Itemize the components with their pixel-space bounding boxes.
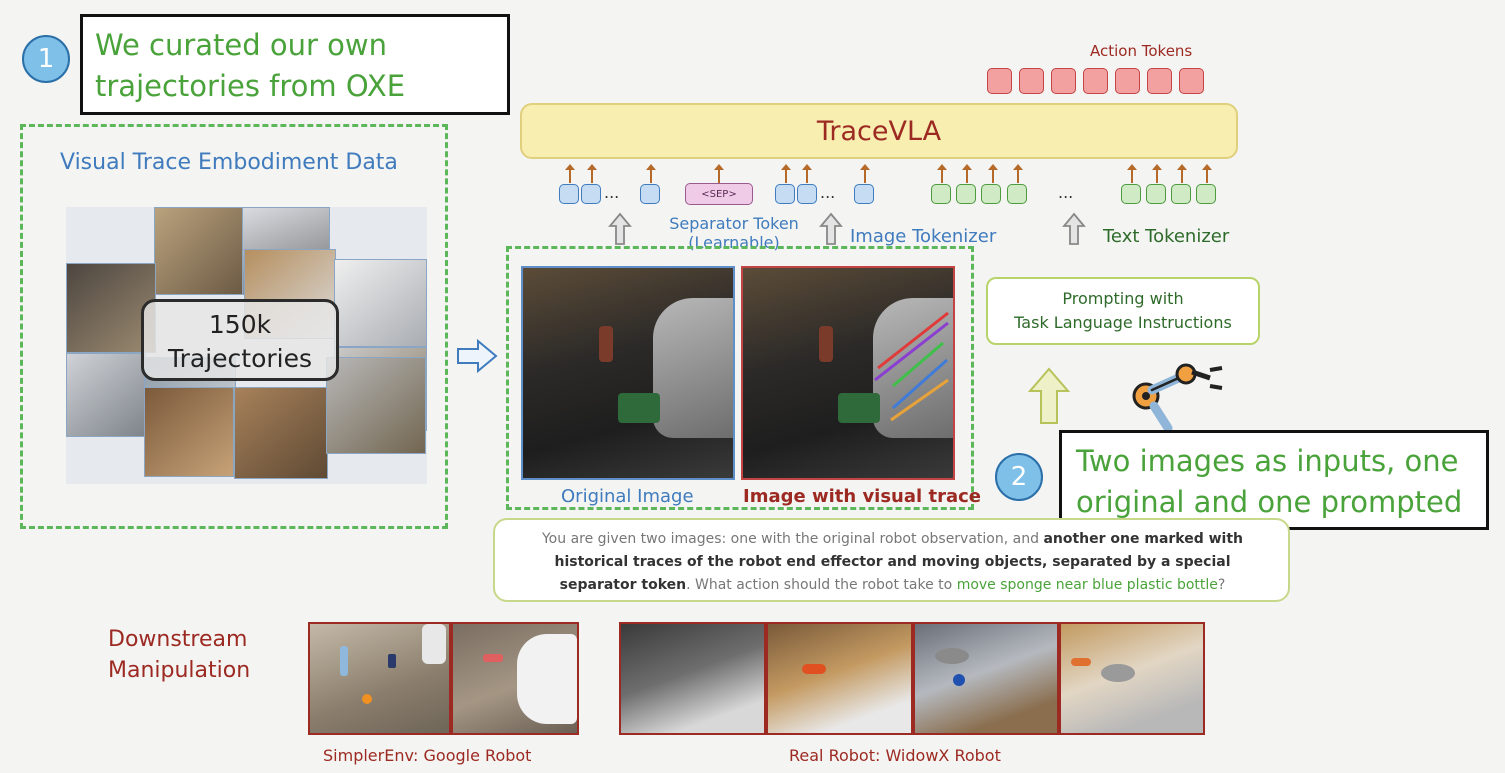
image-token [559,184,579,204]
callout2-line2: original and one prompted [1076,485,1463,519]
text-token [1171,184,1191,204]
original-image-label: Original Image [561,486,694,507]
prompt-text-1: You are given two images: one with the o… [541,531,1044,547]
real-robot-label: Real Robot: WidowX Robot [789,746,1001,765]
token-ellipsis: ... [1058,183,1074,202]
downstream-title: Downstream Manipulation [108,624,250,686]
callout1-line1: We curated our own [95,28,387,62]
tracevla-model-bar: TraceVLA [520,103,1238,159]
downstream-line2: Manipulation [108,658,251,683]
prompting-line2: Task Language Instructions [1014,313,1232,332]
up-arrow-icon [714,164,724,183]
image-token [854,184,874,204]
trajectories-count-badge: 150k Trajectories [141,299,339,381]
token-ellipsis: ... [604,183,620,202]
up-arrow-icon [1127,164,1137,183]
token-ellipsis: ... [820,183,836,202]
image-tokenizer-label: Image Tokenizer [850,226,997,247]
right-arrow-icon [457,339,498,373]
widowx-frame-1 [619,622,766,735]
callout-number-1: 1 [22,35,70,83]
up-arrow-icon [802,164,812,183]
up-arrow-icon [962,164,972,183]
text-token [1007,184,1027,204]
image-token [775,184,795,204]
badge-label: Trajectories [168,344,312,373]
image-token [581,184,601,204]
image-token [797,184,817,204]
callout-box-2: Two images as inputs, one original and o… [1059,430,1489,530]
text-token [956,184,976,204]
prompting-line1: Prompting with [1062,289,1184,308]
downstream-line1: Downstream [108,627,248,652]
prompt-text-bold: another one marked with historical trace… [554,531,1244,593]
original-image [521,266,735,480]
up-arrow-icon [988,164,998,183]
up-arrow-icon [937,164,947,183]
sep-token-label: <SEP> [701,188,737,200]
callout-number-2: 2 [995,453,1043,501]
up-arrow-icon [1177,164,1187,183]
image-token [640,184,660,204]
sep-token: <SEP> [685,183,753,205]
action-token [1051,68,1076,94]
text-token [1196,184,1216,204]
widowx-frame-4 [1059,622,1205,735]
up-arrow-icon [1152,164,1162,183]
action-token [1083,68,1108,94]
up-arrow-icon [1028,367,1070,424]
action-token [1179,68,1204,94]
action-token [1147,68,1172,94]
up-arrow-icon [1062,212,1086,245]
up-arrow-icon [860,164,870,183]
image-with-trace-label: Image with visual trace [743,486,981,507]
callout1-line2: trajectories from OXE [95,69,406,103]
widowx-frame-3 [913,622,1059,735]
trajectory-collage [66,207,427,484]
action-token [1019,68,1044,94]
prompt-text-2: . What action should the robot take to [686,577,957,593]
up-arrow-icon [1013,164,1023,183]
up-arrow-icon [608,212,632,245]
callout-box-1: We curated our own trajectories from OXE [80,14,510,115]
up-arrow-icon [565,164,575,183]
model-name: TraceVLA [816,115,942,147]
simpler-env-label: SimplerEnv: Google Robot [323,746,532,765]
image-with-visual-trace [741,266,955,480]
widowx-frame-2 [766,622,913,735]
prompt-task-instruction: move sponge near blue plastic bottle [956,577,1218,593]
callout2-line1: Two images as inputs, one [1076,444,1459,478]
text-token [1146,184,1166,204]
up-arrow-icon [819,212,843,245]
action-token [987,68,1012,94]
action-tokens-label: Action Tokens [1090,42,1193,60]
simpler-env-frame-1 [308,622,451,735]
up-arrow-icon [1202,164,1212,183]
action-token [1115,68,1140,94]
badge-count: 150k [208,310,272,339]
visual-trace-data-panel [20,124,448,529]
task-prompt-box: You are given two images: one with the o… [493,518,1290,602]
text-tokenizer-label: Text Tokenizer [1103,226,1230,247]
text-token [931,184,951,204]
separator-token-line1: Separator Token [669,214,799,233]
robot-arm-icon [1132,363,1223,432]
prompt-text-3: ? [1217,577,1226,593]
text-token [981,184,1001,204]
prompting-instructions-box: Prompting with Task Language Instruction… [986,277,1260,345]
up-arrow-icon [781,164,791,183]
visual-trace-title: Visual Trace Embodiment Data [60,150,398,175]
simpler-env-frame-2 [451,622,579,735]
up-arrow-icon [587,164,597,183]
text-token [1121,184,1141,204]
up-arrow-icon [646,164,656,183]
visual-trace-overlay [874,311,949,422]
input-images-panel [506,246,974,510]
